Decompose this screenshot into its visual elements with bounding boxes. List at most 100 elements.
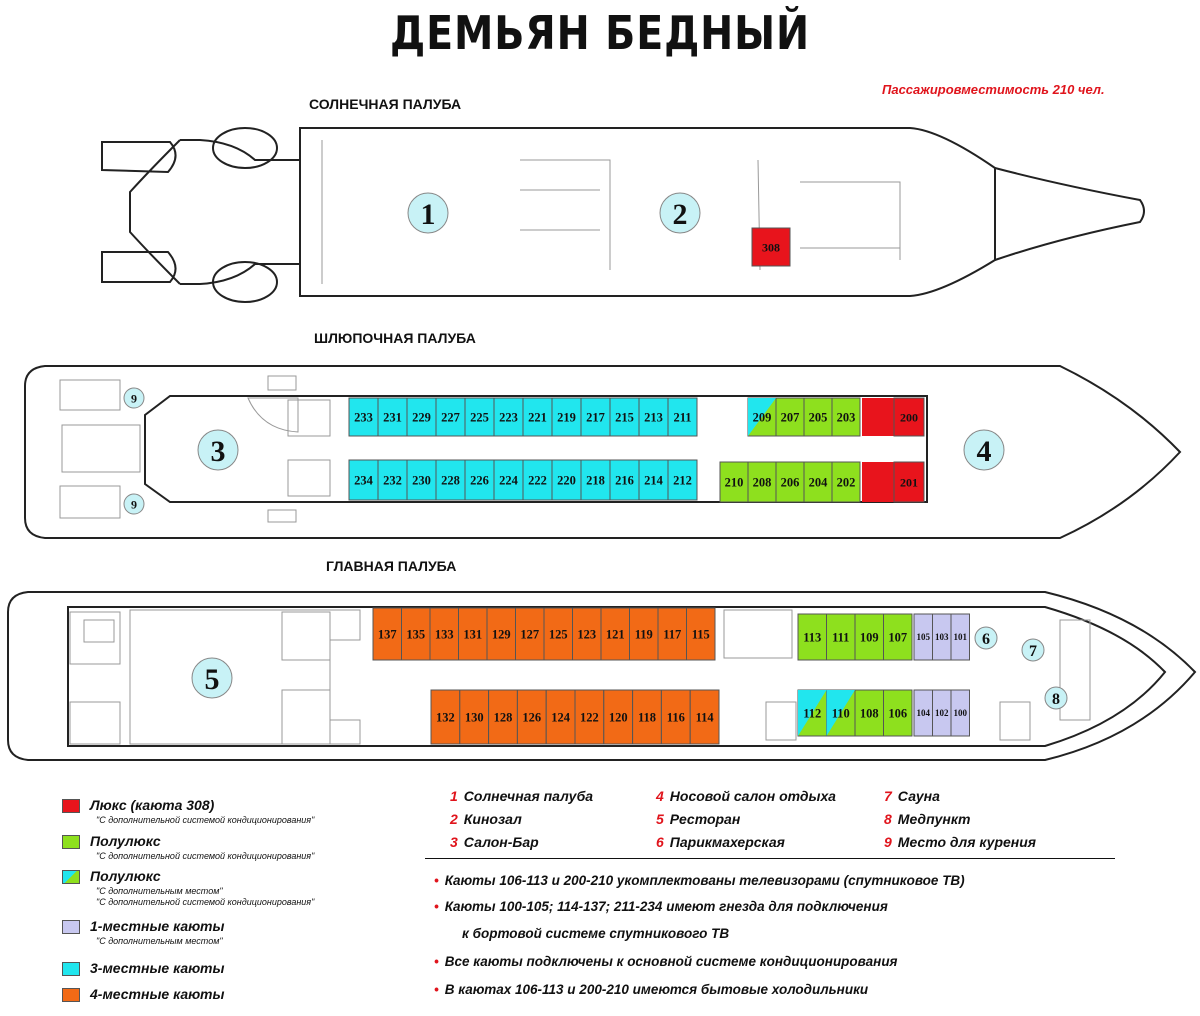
sun-deck-stern-fin <box>101 141 177 283</box>
cabin-label: 223 <box>499 411 518 425</box>
cabin-128 <box>488 689 518 745</box>
cabin-label: 118 <box>638 711 656 725</box>
cabin-133 <box>429 607 459 661</box>
facility-marker-9 <box>123 493 145 515</box>
cabin-label: 137 <box>378 628 397 642</box>
facility-number: 1 <box>450 788 458 804</box>
legend-label: Полулюкс <box>90 833 161 849</box>
facility-marker-6 <box>974 626 998 650</box>
main-deck-inner <box>67 606 1167 747</box>
lux-annex <box>862 462 894 502</box>
cabin-label: 103 <box>935 632 949 642</box>
facility-marker-label: 9 <box>131 497 137 511</box>
cabin-224 <box>493 459 524 501</box>
bullet-icon: • <box>434 899 439 914</box>
deck-label-main: ГЛАВНАЯ ПАЛУБА <box>326 558 457 574</box>
cabin-label: 106 <box>888 707 907 721</box>
cabin-label: 124 <box>551 711 571 725</box>
boat-deck-corridor <box>144 395 928 503</box>
cabin-label: 110 <box>832 707 850 721</box>
cabin-label: 225 <box>470 411 489 425</box>
cabin-label: 216 <box>615 474 634 488</box>
sun-deck-hull <box>299 127 996 297</box>
cabin-label: 230 <box>412 474 431 488</box>
cabin-label: 210 <box>725 476 744 490</box>
cabin-label: 127 <box>520 628 539 642</box>
facility-1: 1 Солнечная палуба <box>450 788 593 804</box>
facility-name: Носовой салон отдыха <box>669 788 836 804</box>
cabin-label: 213 <box>644 411 663 425</box>
cabin-label: 227 <box>441 411 460 425</box>
cabin-label: 101 <box>954 632 968 642</box>
cabin-label: 208 <box>753 476 772 490</box>
cabin-107 <box>883 613 913 661</box>
legend-label: Люкс (каюта 308) <box>90 797 215 813</box>
legend-label: 3-местные каюты <box>90 960 225 976</box>
cabin-label: 233 <box>354 411 373 425</box>
note-item: •Все каюты подключены к основной системе… <box>434 954 898 969</box>
cabin-label: 203 <box>837 411 856 425</box>
cabin-label: 217 <box>586 411 605 425</box>
cabin-202 <box>831 461 861 503</box>
legend-sublabel: "С дополнительной системой кондициониров… <box>96 851 315 861</box>
legend-swatch <box>62 920 80 934</box>
lux-annex <box>862 398 894 436</box>
sun-deck-bow <box>994 167 1145 261</box>
legend-label: Полулюкс <box>90 868 161 884</box>
cabin-213 <box>638 397 669 437</box>
cabin-label: 232 <box>383 474 402 488</box>
legend-swatch <box>62 988 80 1002</box>
cabin-label: 221 <box>528 411 547 425</box>
cabin-129 <box>486 607 516 661</box>
cabin-label: 229 <box>412 411 431 425</box>
legend-swatch <box>62 835 80 849</box>
cabin-label: 212 <box>673 474 692 488</box>
cabin-label: 128 <box>494 711 513 725</box>
cabin-label: 116 <box>667 711 685 725</box>
facility-marker-label: 5 <box>205 663 220 696</box>
facility-number: 3 <box>450 834 458 850</box>
facility-marker-label: 1 <box>421 198 436 231</box>
cabin-215 <box>609 397 640 437</box>
cabin-label: 104 <box>917 708 931 718</box>
cabin-127 <box>515 607 545 661</box>
facility-name: Парикмахерская <box>669 834 785 850</box>
facility-name: Ресторан <box>669 811 741 827</box>
cabin-label: 123 <box>577 628 596 642</box>
boat-deck-hull <box>24 365 1182 539</box>
cabin-231 <box>377 397 408 437</box>
cabin-121 <box>600 607 630 661</box>
facility-number: 6 <box>656 834 664 850</box>
note-item: •Каюты 106-113 и 200-210 укомплектованы … <box>434 873 965 888</box>
cabin-201 <box>893 461 925 503</box>
legend-swatch <box>62 962 80 976</box>
cabin-label: 100 <box>954 708 968 718</box>
cabin-232 <box>377 459 408 501</box>
cabin-label: 218 <box>586 474 605 488</box>
cabin-115 <box>686 607 716 661</box>
cabin-106 <box>883 689 913 737</box>
cabin-label: 211 <box>673 411 691 425</box>
cabin-228 <box>435 459 466 501</box>
note-item: •Каюты 100-105; 114-137; 211-234 имеют г… <box>434 899 888 914</box>
facility-marker-label: 9 <box>131 391 137 405</box>
facility-6: 6 Парикмахерская <box>656 834 785 850</box>
facility-name: Солнечная палуба <box>463 788 594 804</box>
bullet-icon: • <box>434 982 439 997</box>
sun-deck-stern-hull <box>129 139 181 285</box>
cabin-116 <box>660 689 691 745</box>
deck-label-sun: СОЛНЕЧНАЯ ПАЛУБА <box>309 96 462 112</box>
facility-name: Сауна <box>897 788 940 804</box>
facility-marker-label: 7 <box>1029 643 1037 660</box>
cabin-label: 224 <box>499 474 519 488</box>
note-text: В каютах 106-113 и 200-210 имеются бытов… <box>444 982 869 997</box>
cabin-131 <box>458 607 488 661</box>
cabin-113 <box>797 613 827 661</box>
facility-name: Кинозал <box>463 811 522 827</box>
